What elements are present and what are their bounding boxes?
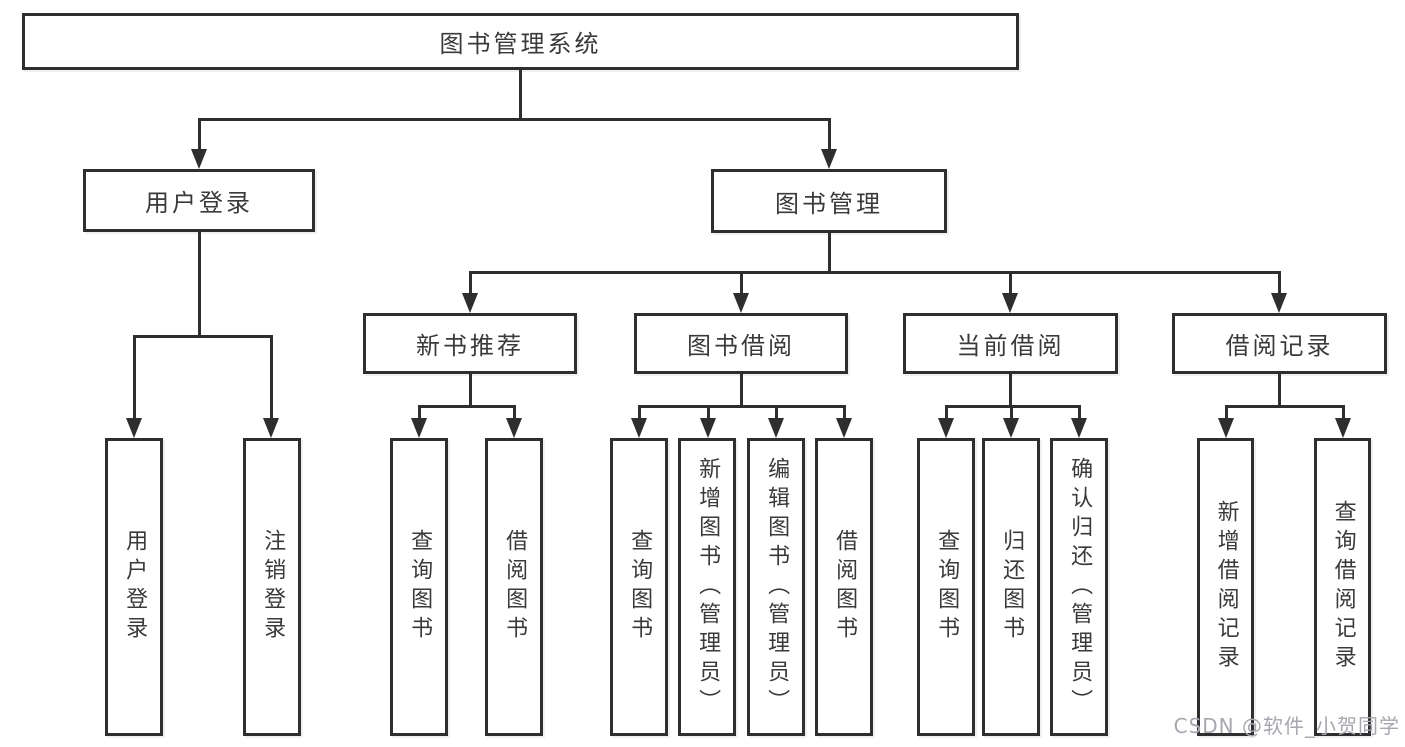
leaf-query-borrow-record: 查询借阅记录 <box>1314 438 1371 736</box>
leaf-query-books-borrow: 查询图书 <box>610 438 668 736</box>
arrow-down-icon <box>126 418 142 438</box>
leaf-borrow-books-borrow: 借阅图书 <box>815 438 873 736</box>
arrow-down-icon <box>631 418 647 438</box>
connector-line <box>133 335 136 419</box>
node-label: 编辑图书（管理员） <box>764 456 790 718</box>
connector-line <box>707 405 710 419</box>
arrow-down-icon <box>1003 418 1019 438</box>
connector-line <box>519 70 522 120</box>
connector-line <box>198 118 831 121</box>
node-label: 查询图书 <box>407 529 433 645</box>
node-label: 查询图书 <box>934 529 960 645</box>
connector-line <box>418 405 421 419</box>
node-label: 图书管理系统 <box>439 30 602 58</box>
connector-line <box>1342 405 1345 419</box>
leaf-edit-book-admin: 编辑图书（管理员） <box>747 438 805 736</box>
connector-line <box>418 405 515 408</box>
arrow-down-icon <box>733 293 749 313</box>
leaf-user-login: 用户登录 <box>105 438 163 736</box>
connector-line <box>198 118 201 151</box>
connector-line <box>1010 405 1013 419</box>
node-label: 新书推荐 <box>416 332 524 360</box>
leaf-query-books-recommend: 查询图书 <box>390 438 448 736</box>
arrow-down-icon <box>1002 293 1018 313</box>
leaf-borrow-books-recommend: 借阅图书 <box>485 438 543 736</box>
node-label: 确认归还（管理员） <box>1067 456 1093 718</box>
arrow-down-icon <box>821 149 837 169</box>
connector-line <box>1078 405 1081 419</box>
node-label: 借阅记录 <box>1225 332 1334 360</box>
connector-line <box>775 405 778 419</box>
node-label: 新增图书（管理员） <box>695 456 721 718</box>
connector-line <box>1225 405 1228 419</box>
arrow-down-icon <box>700 418 716 438</box>
node-book-borrowing: 图书借阅 <box>634 313 848 374</box>
leaf-return-book: 归还图书 <box>982 438 1040 736</box>
connector-line <box>828 233 831 273</box>
leaf-logout: 注销登录 <box>243 438 301 736</box>
node-label: 图书管理 <box>775 189 883 218</box>
leaf-confirm-return-admin: 确认归还（管理员） <box>1050 438 1108 736</box>
arrow-down-icon <box>506 418 522 438</box>
node-label: 查询图书 <box>627 529 653 645</box>
connector-line <box>133 335 273 338</box>
csdn-watermark: CSDN @软件_小贺同学 <box>1173 714 1400 738</box>
arrow-down-icon <box>836 418 852 438</box>
leaf-add-book-admin: 新增图书（管理员） <box>678 438 736 736</box>
arrow-down-icon <box>1071 418 1087 438</box>
arrow-down-icon <box>1335 418 1351 438</box>
connector-line <box>638 405 641 419</box>
node-book-management: 图书管理 <box>711 169 947 233</box>
connector-line <box>469 271 472 295</box>
connector-line <box>945 405 948 419</box>
arrow-down-icon <box>1218 418 1234 438</box>
connector-line <box>1278 374 1281 407</box>
arrow-down-icon <box>938 418 954 438</box>
arrow-down-icon <box>1271 293 1287 313</box>
arrow-down-icon <box>462 293 478 313</box>
connector-line <box>469 271 1281 274</box>
node-label: 图书借阅 <box>687 332 795 360</box>
connector-line <box>513 405 516 419</box>
connector-line <box>469 374 472 407</box>
arrow-down-icon <box>191 149 207 169</box>
node-label: 归还图书 <box>999 529 1025 645</box>
connector-line <box>828 118 831 151</box>
node-label: 借阅图书 <box>502 529 528 645</box>
arrow-down-icon <box>768 418 784 438</box>
connector-line <box>270 335 273 419</box>
node-user-login: 用户登录 <box>83 169 315 232</box>
connector-line <box>1225 405 1344 408</box>
arrow-down-icon <box>263 418 279 438</box>
node-current-borrowing: 当前借阅 <box>903 313 1118 374</box>
node-label: 当前借阅 <box>956 332 1065 360</box>
node-borrowing-records: 借阅记录 <box>1172 313 1387 374</box>
connector-line <box>1009 374 1012 407</box>
node-library-management-system: 图书管理系统 <box>22 13 1019 70</box>
connector-line <box>1009 271 1012 295</box>
connector-line <box>1278 271 1281 295</box>
leaf-add-borrow-record: 新增借阅记录 <box>1197 438 1254 736</box>
node-label: 借阅图书 <box>832 529 858 645</box>
connector-line <box>843 405 846 419</box>
node-label: 新增借阅记录 <box>1213 500 1239 674</box>
node-label: 注销登录 <box>260 529 286 645</box>
node-label: 用户登录 <box>122 529 148 645</box>
node-new-book-recommendation: 新书推荐 <box>363 313 577 374</box>
connector-line <box>198 232 201 337</box>
leaf-query-books-current: 查询图书 <box>917 438 975 736</box>
node-label: 查询借阅记录 <box>1330 500 1356 674</box>
arrow-down-icon <box>411 418 427 438</box>
connector-line <box>740 374 743 407</box>
node-label: 用户登录 <box>145 189 253 217</box>
connector-line <box>638 405 845 408</box>
connector-line <box>740 271 743 295</box>
